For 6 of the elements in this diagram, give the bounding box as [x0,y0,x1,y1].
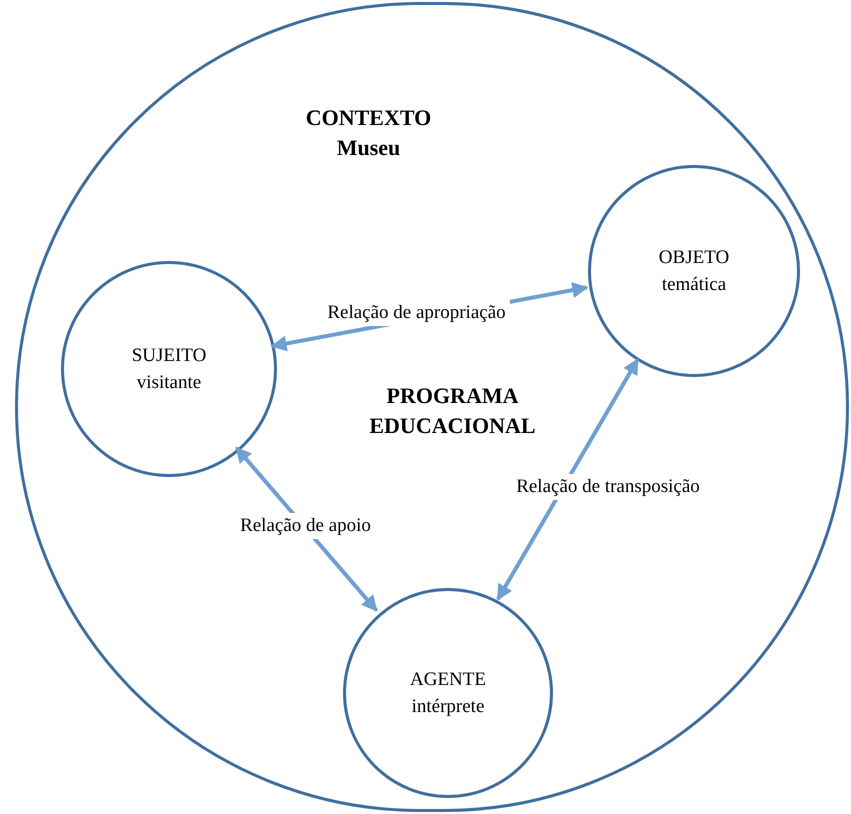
context-heading: CONTEXTO Museu [304,104,432,162]
double-arrow [496,358,640,601]
context-heading: PROGRAMA EDUCACIONAL [368,382,537,440]
concept-label: AGENTE intérprete [409,668,487,719]
concept-label: SUJEITO visitante [130,344,208,395]
concept-label: OBJETO temática [658,246,730,297]
